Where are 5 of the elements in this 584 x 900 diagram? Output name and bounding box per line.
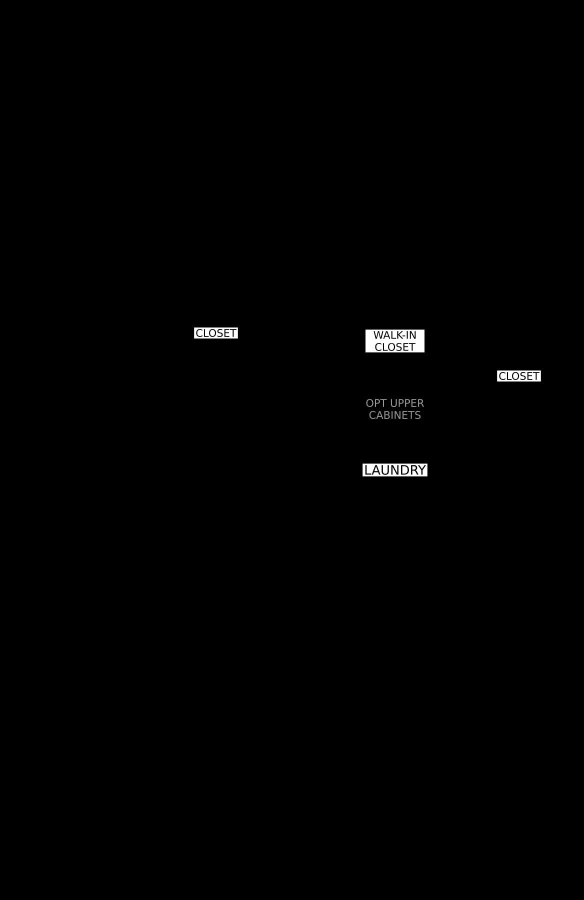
room-label: WALK-IN CLOSET — [366, 330, 424, 352]
room-label: LAUNDRY — [362, 464, 428, 476]
room-label: CLOSET — [194, 328, 238, 338]
room-label: CLOSET — [497, 370, 541, 382]
cabinet-note: OPT UPPER CABINETS — [366, 399, 424, 419]
